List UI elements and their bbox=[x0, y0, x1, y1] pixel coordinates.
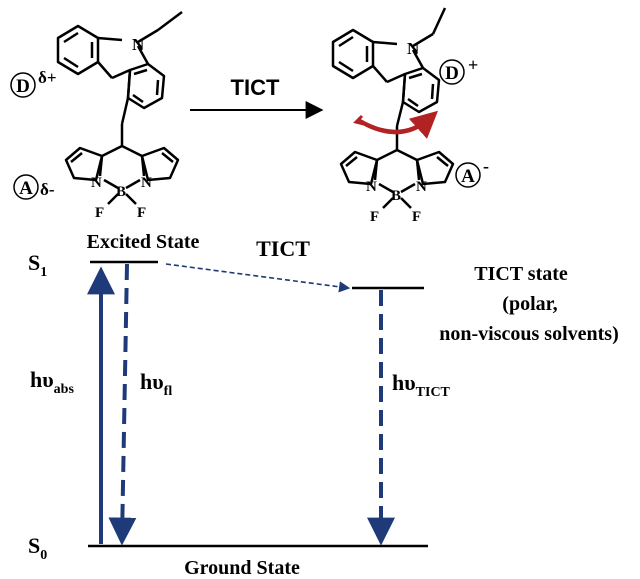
left-bodipy-n-left: N bbox=[91, 175, 102, 191]
left-bodipy-n-right: N bbox=[141, 175, 152, 191]
fluorescence-label: hυfl bbox=[140, 369, 172, 399]
left-carbazole-nitrogen: N bbox=[132, 35, 145, 54]
tict-state-label-line3: non-viscous solvents) bbox=[439, 323, 618, 345]
right-boron: B bbox=[391, 188, 401, 204]
tict-reaction-label: TICT bbox=[231, 75, 280, 100]
fluorescence-arrow bbox=[108, 263, 137, 546]
excited-state-label: Excited State bbox=[87, 231, 200, 253]
right-fluorine-2: F bbox=[412, 209, 421, 225]
tict-state-label-line1: TICT state bbox=[474, 263, 568, 285]
left-donor-label: D bbox=[16, 76, 30, 97]
tict-state-label-line2: (polar, bbox=[502, 293, 557, 315]
tict-transfer-label: TICT bbox=[256, 236, 310, 261]
absorption-label: hυabs bbox=[30, 367, 74, 397]
right-fluorine-1: F bbox=[370, 209, 379, 225]
ground-state-label: Ground State bbox=[184, 557, 300, 579]
s1-label: S1 bbox=[28, 250, 47, 280]
left-fluorine-1: F bbox=[95, 205, 104, 221]
right-donor-charge: + bbox=[468, 55, 478, 75]
right-acceptor-charge: - bbox=[483, 156, 489, 176]
tict-transfer-arrow bbox=[165, 263, 351, 293]
left-acceptor-charge: δ- bbox=[40, 180, 55, 199]
left-fluorine-2: F bbox=[137, 205, 146, 221]
rotation-arrow-icon bbox=[356, 110, 439, 139]
rotation-arrow-tail bbox=[353, 114, 365, 126]
left-donor-circle bbox=[10, 72, 36, 98]
left-acceptor-circle bbox=[13, 174, 39, 200]
left-boron: B bbox=[116, 184, 126, 200]
right-bodipy-n-left: N bbox=[366, 179, 377, 195]
right-acceptor-label: A bbox=[461, 166, 475, 187]
right-donor-circle bbox=[439, 59, 465, 85]
left-molecule bbox=[56, 11, 183, 205]
right-donor-label: D bbox=[445, 63, 459, 84]
right-acceptor-circle bbox=[455, 162, 481, 188]
tict-emission-label: hυTICT bbox=[392, 370, 451, 400]
right-bodipy-n-right: N bbox=[416, 179, 427, 195]
s0-label: S0 bbox=[28, 533, 47, 563]
left-acceptor-label: A bbox=[19, 178, 33, 199]
right-carbazole-nitrogen: N bbox=[407, 39, 420, 58]
left-donor-charge: δ+ bbox=[38, 68, 57, 87]
right-molecule bbox=[331, 7, 455, 209]
